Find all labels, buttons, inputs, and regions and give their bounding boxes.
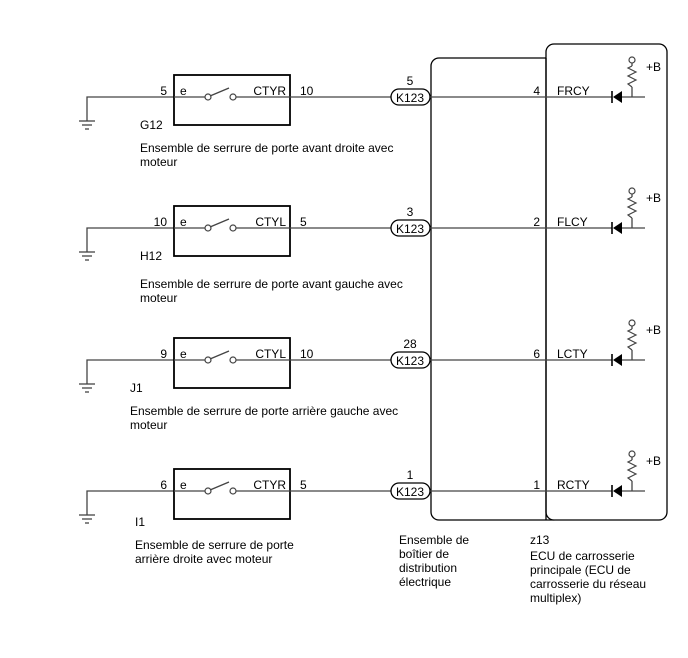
switch-icon	[174, 350, 290, 364]
supply-label: +B	[646, 323, 661, 337]
ground-icon	[79, 120, 95, 130]
switch-icon	[174, 218, 290, 232]
ground-pin-number: 10	[154, 215, 168, 229]
ecu-pin-number: 4	[533, 84, 540, 98]
ecu-caption: z13 ECU de carrosserie principale (ECU d…	[530, 533, 646, 605]
switch-signal-label: CTYR	[253, 84, 286, 98]
diode-icon	[611, 354, 645, 366]
junction-caption-line-1: Ensemble de	[399, 533, 469, 547]
diode-icon	[611, 485, 645, 497]
resistor-icon	[626, 187, 638, 228]
ecu-caption-line-4: multiplex)	[530, 591, 581, 605]
supply-label: +B	[646, 191, 661, 205]
ecu-pin-number: 2	[533, 215, 540, 229]
ecu-signal-label: RCTY	[557, 478, 590, 492]
supply-terminal-icon	[628, 319, 636, 327]
resistor-icon	[626, 56, 638, 97]
switch-box	[173, 468, 291, 520]
ground-wire	[86, 359, 174, 384]
component-caption-line-1: Ensemble de serrure de porte avant gauch…	[140, 277, 403, 291]
junction-block-outline	[430, 57, 562, 521]
resistor-icon	[626, 450, 638, 491]
contact-label: e	[180, 84, 187, 98]
switch-signal-label: CTYL	[255, 215, 286, 229]
junction-pin-number: 3	[407, 205, 414, 219]
ground-icon	[79, 251, 95, 261]
switch-output-pin: 10	[300, 84, 314, 98]
switch-output-pin: 5	[300, 478, 307, 492]
junction-pin-number: 28	[403, 337, 417, 351]
ecu-caption-line-1: ECU de carrosserie	[530, 549, 635, 563]
component-caption-line-1: Ensemble de serrure de porte	[135, 538, 294, 552]
ecu-signal-label: LCTY	[557, 347, 588, 361]
component-caption-line-1: Ensemble de serrure de porte arrière gau…	[130, 404, 398, 418]
ground-wire	[86, 96, 174, 121]
switch-box	[173, 337, 291, 389]
component-id: G12	[140, 118, 163, 132]
junction-connector-label: K123	[396, 91, 424, 105]
junction-caption-line-3: distribution	[399, 561, 457, 575]
junction-pin-number: 1	[407, 468, 414, 482]
ground-icon	[79, 514, 95, 524]
ecu-signal-label: FRCY	[557, 84, 590, 98]
component-caption-line-2: moteur	[140, 155, 177, 169]
junction-connector-label: K123	[396, 485, 424, 499]
ground-wire	[86, 490, 174, 515]
ground-pin-number: 9	[160, 347, 167, 361]
ground-wire	[86, 227, 174, 252]
component-id: H12	[140, 249, 162, 263]
ecu-caption-line-2: principale (ECU de	[530, 563, 631, 577]
ecu-pin-number: 6	[533, 347, 540, 361]
ecu-caption-line-3: carrosserie du réseau	[530, 577, 646, 591]
switch-icon	[174, 87, 290, 101]
switch-box	[173, 205, 291, 257]
switch-output-pin: 10	[300, 347, 314, 361]
junction-caption-line-2: boîtier de	[399, 547, 449, 561]
junction-caption-line-4: électrique	[399, 575, 451, 589]
component-caption-line-2: arrière droite avec moteur	[135, 552, 272, 566]
ecu-id: z13	[530, 533, 550, 547]
component-id: I1	[135, 515, 145, 529]
switch-signal-label: CTYL	[255, 347, 286, 361]
supply-label: +B	[646, 60, 661, 74]
component-caption-line-2: moteur	[140, 291, 177, 305]
component-caption-line-1: Ensemble de serrure de porte avant droit…	[140, 141, 393, 155]
switch-output-pin: 5	[300, 215, 307, 229]
diode-icon	[611, 91, 645, 103]
switch-signal-label: CTYR	[253, 478, 286, 492]
supply-terminal-icon	[628, 450, 636, 458]
junction-connector-label: K123	[396, 222, 424, 236]
junction-pin-number: 5	[407, 74, 414, 88]
ecu-pin-number: 1	[533, 478, 540, 492]
diode-icon	[611, 222, 645, 234]
junction-connector-label: K123	[396, 354, 424, 368]
supply-terminal-icon	[628, 56, 636, 64]
component-caption-line-2: moteur	[130, 418, 167, 432]
component-id: J1	[130, 381, 143, 395]
ground-pin-number: 6	[160, 478, 167, 492]
supply-label: +B	[646, 454, 661, 468]
supply-terminal-icon	[628, 187, 636, 195]
junction-block-caption: Ensemble de boîtier de distribution élec…	[399, 533, 469, 589]
contact-label: e	[180, 478, 187, 492]
contact-label: e	[180, 347, 187, 361]
switch-box	[173, 74, 291, 126]
ground-pin-number: 5	[160, 84, 167, 98]
ecu-signal-label: FLCY	[557, 215, 588, 229]
switch-icon	[174, 481, 290, 495]
ground-icon	[79, 383, 95, 393]
contact-label: e	[180, 215, 187, 229]
resistor-icon	[626, 319, 638, 360]
ecu-outline	[545, 43, 668, 521]
